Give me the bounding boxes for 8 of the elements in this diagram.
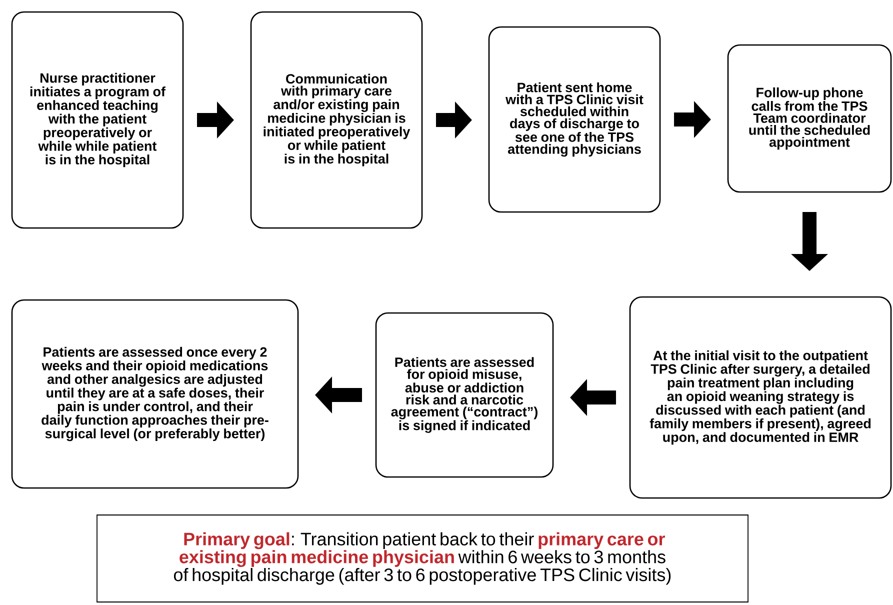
step-box: Patient sent home with a TPS Clinic visit scheduled within days of discharge to see one of the TPS attending physicians — [488, 26, 661, 213]
step-box: At the initial visit to the outpatient TPS Clinic after surgery, a detailed pain treatment plan including an opioid weaning strategy is discussed with each patient (and family members if present), agreed upon, and documented in EMR — [629, 296, 892, 499]
step-box: Patients are assessed for opioid misuse, abuse or addiction risk and a narcotic agreement (“contract”) is signed if indicated — [375, 312, 554, 478]
step-box: Patients are assessed once every 2 weeks and their opioid medications and other analgesics are adjusted until they are at a safe doses, their pain is under control, and their daily function approaches their pre-surgical level (or preferably better) — [11, 299, 299, 489]
step-box: Nurse practitioner initiates a program of enhanced teaching with the patient preoperatively or while while patient is in the hospital — [11, 11, 184, 229]
step-box: Follow-up phone calls from the TPS Team coordinator until the scheduled appointment — [727, 44, 892, 193]
step-box: Communication with primary care and/or existing pain medicine physician is initiated preoperatively or while patient is in the hospital — [250, 11, 423, 229]
goal-box: Primary goal: Transition patient back to their primary care or existing pain medicine physician within 6 weeks to 3 months of hospital discharge (after 3 to 6 postoperative TPS Clinic visits) — [96, 514, 748, 602]
